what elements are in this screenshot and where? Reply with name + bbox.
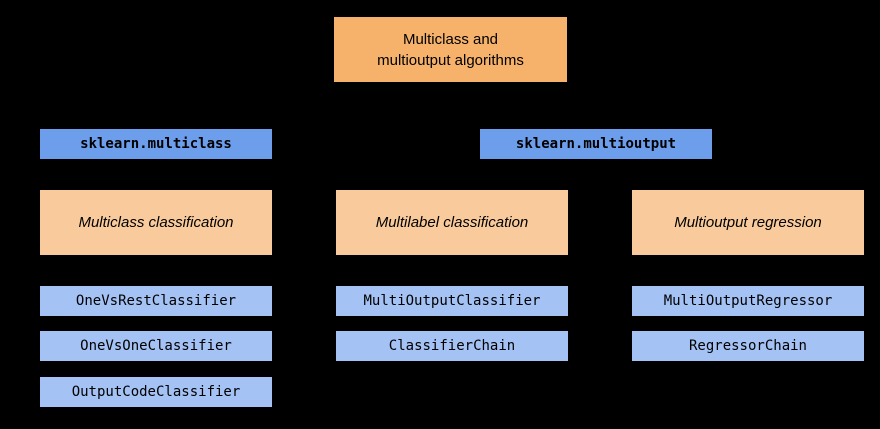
class-node-classifierchain: ClassifierChain xyxy=(336,331,568,361)
category-node-multioutput-regression: Multioutput regression xyxy=(632,190,864,255)
module-node-sklearn-multiclass: sklearn.multiclass xyxy=(40,129,272,159)
class-node-onevsrestclassifier: OneVsRestClassifier xyxy=(40,286,272,316)
class-node-onevsoneclassifier: OneVsOneClassifier xyxy=(40,331,272,361)
class-node-multioutputregressor: MultiOutputRegressor xyxy=(632,286,864,316)
category-node-multilabel-classification: Multilabel classification xyxy=(336,190,568,255)
module-node-sklearn-multioutput: sklearn.multioutput xyxy=(480,129,712,159)
category-node-multiclass-classification: Multiclass classification xyxy=(40,190,272,255)
class-node-multioutputclassifier: MultiOutputClassifier xyxy=(336,286,568,316)
class-node-outputcodeclassifier: OutputCodeClassifier xyxy=(40,377,272,407)
root-node-multiclass-multioutput-algorithms: Multiclass and multioutput algorithms xyxy=(334,17,567,82)
class-node-regressorchain: RegressorChain xyxy=(632,331,864,361)
